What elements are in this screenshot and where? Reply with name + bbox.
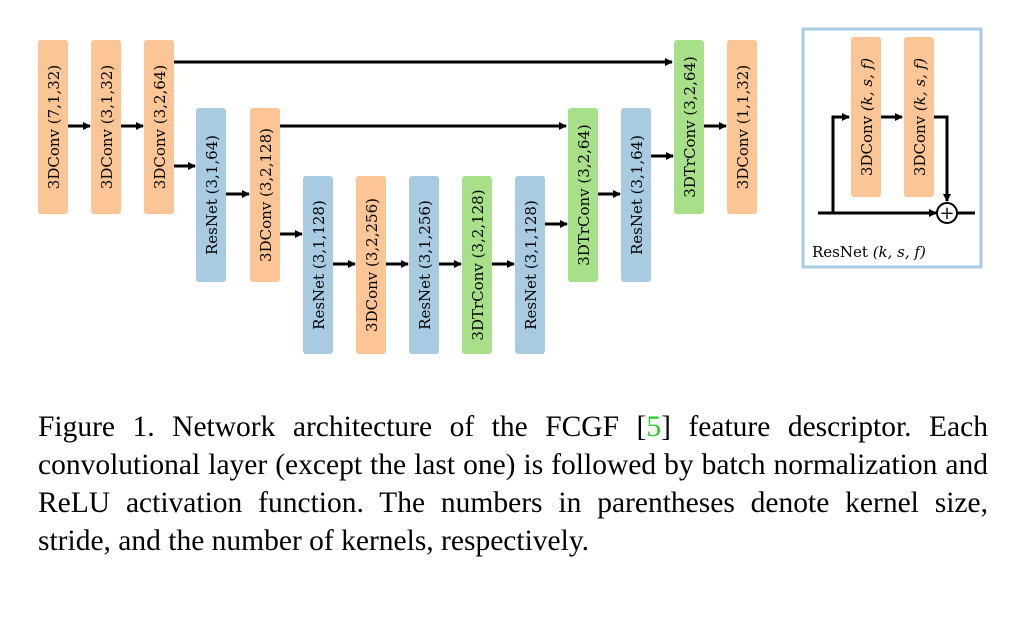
layer-blocks: 3DConv (7,1,32) 3DConv (3,1,32) 3DConv (3,…	[38, 40, 757, 354]
layer-block-b13: 3DTrConv (3,2,64)	[674, 40, 704, 214]
resnet-inset: 3DConv (k, s, f) 3DConv (k, s, f) + ResN…	[801, 27, 983, 269]
caption-text-2: ] feature descriptor. Each convolutional…	[38, 411, 988, 557]
layer-block-b11: 3DTrConv (3,2,64)	[568, 108, 598, 282]
layer-label-b4: ResNet (3,1,64)	[203, 135, 221, 255]
layer-block-b2: 3DConv (3,1,32)	[91, 40, 121, 214]
svg-text:3DConv (k, s, f): 3DConv (k, s, f)	[858, 58, 876, 176]
layer-label-b9: 3DTrConv (3,2,128)	[469, 189, 487, 340]
layer-block-b5: 3DConv (3,2,128)	[250, 108, 280, 282]
layer-label-b1: 3DConv (7,1,32)	[45, 65, 63, 189]
layer-block-b1: 3DConv (7,1,32)	[38, 40, 68, 214]
architecture-diagram: 3DConv (7,1,32) 3DConv (3,1,32) 3DConv (3,…	[38, 27, 983, 354]
layer-label-b13: 3DTrConv (3,2,64)	[681, 56, 699, 198]
layer-block-b7: 3DConv (3,2,256)	[356, 176, 386, 354]
inset-down-arrow	[934, 115, 951, 202]
layer-label-b5: 3DConv (3,2,128)	[257, 128, 275, 262]
layer-label-b7: 3DConv (3,2,256)	[363, 198, 381, 332]
plus-symbol: +	[939, 203, 954, 224]
caption-text-1: Figure 1. Network architecture of the FC…	[38, 411, 647, 443]
inset-border	[801, 27, 983, 269]
layer-label-b12: ResNet (3,1,64)	[628, 135, 646, 255]
svg-text:3DConv (k, s, f): 3DConv (k, s, f)	[911, 58, 929, 176]
layer-label-b11: 3DTrConv (3,2,64)	[575, 124, 593, 266]
inset-conv-block-2: 3DConv (k, s, f)	[904, 37, 934, 197]
layer-block-b3: 3DConv (3,2,64)	[144, 40, 174, 214]
inset-arrows	[818, 113, 975, 217]
sum-node: +	[936, 202, 958, 224]
layer-label-b6: ResNet (3,1,128)	[310, 200, 328, 330]
layer-block-b12: ResNet (3,1,64)	[621, 108, 651, 282]
layer-block-b9: 3DTrConv (3,2,128)	[462, 176, 492, 354]
layer-block-b8: ResNet (3,1,256)	[409, 176, 439, 354]
inset-caption: ResNet (k, s, f)	[812, 243, 926, 261]
layer-block-b4: ResNet (3,1,64)	[196, 108, 226, 282]
layer-block-b6: ResNet (3,1,128)	[303, 176, 333, 354]
layer-label-b8: ResNet (3,1,256)	[416, 200, 434, 330]
layer-block-b14: 3DConv (1,1,32)	[727, 40, 757, 214]
citation-link[interactable]: 5	[646, 411, 662, 443]
layer-label-b14: 3DConv (1,1,32)	[734, 65, 752, 189]
layer-label-b10: ResNet (3,1,128)	[522, 200, 540, 330]
figure-caption: Figure 1. Network architecture of the FC…	[38, 408, 988, 560]
layer-label-b2: 3DConv (3,1,32)	[98, 65, 116, 189]
inset-conv-block-1: 3DConv (k, s, f)	[851, 37, 881, 197]
layer-label-b3: 3DConv (3,2,64)	[151, 65, 169, 189]
connection-arrows	[68, 58, 727, 268]
layer-block-b10: ResNet (3,1,128)	[515, 176, 545, 354]
